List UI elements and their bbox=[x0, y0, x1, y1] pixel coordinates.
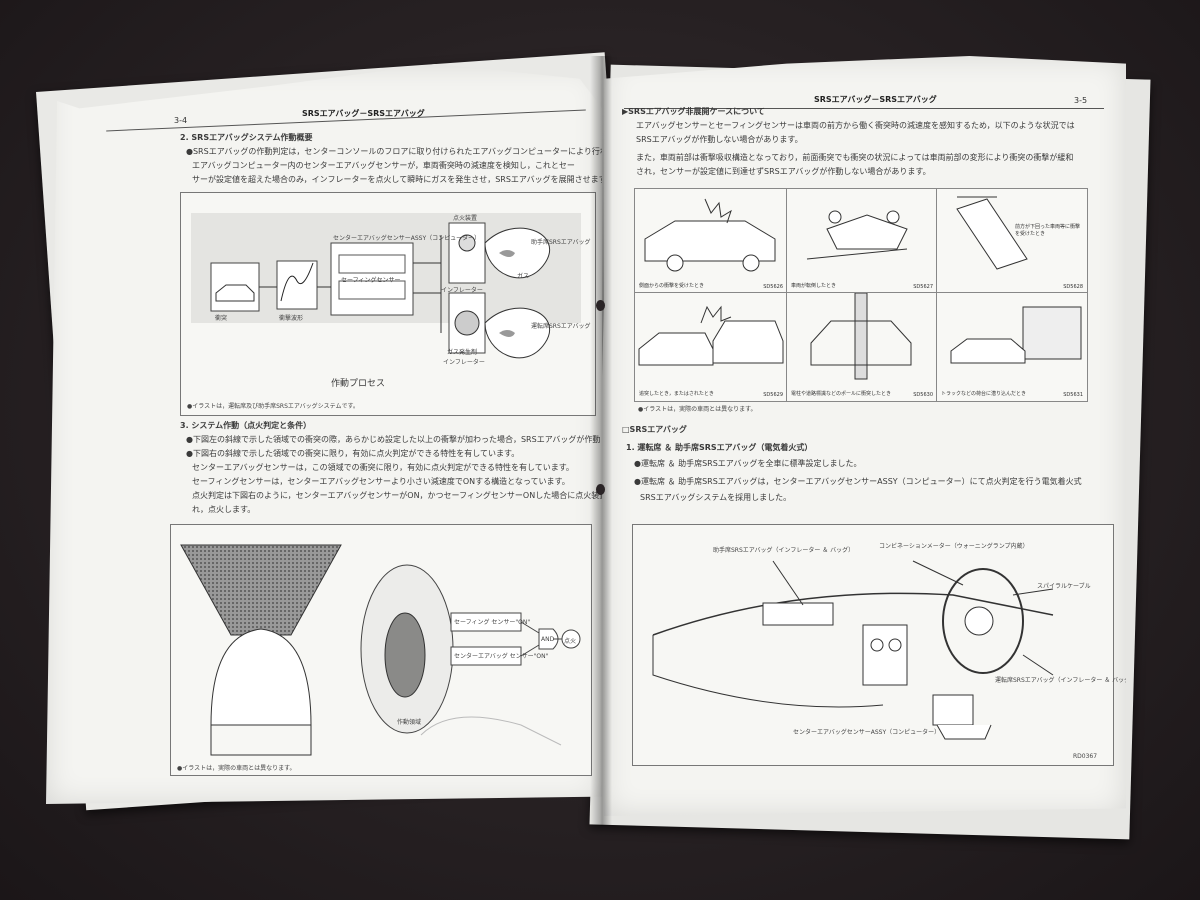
section3-line-4: セーフィングセンサーは，センターエアバッグセンサーより小さい減速度でONする構造… bbox=[192, 477, 570, 486]
right-page-number: 3-5 bbox=[1074, 96, 1088, 105]
srs-sub: 1. 運転席 ＆ 助手席SRSエアバッグ（電気着火式） bbox=[626, 443, 813, 452]
case-rollover: 車両が転倒したとき SD5627 bbox=[786, 188, 938, 294]
label-gas-generator: ガス発生剤 bbox=[447, 349, 478, 356]
case-truck: トラックなどの荷台に潜り込んだとき SD5631 bbox=[936, 292, 1088, 402]
case-id-5: SD5630 bbox=[913, 392, 933, 398]
label-passenger-bag: 助手席SRSエアバッグ bbox=[531, 239, 591, 246]
label-decel-wave: 衝撃波形 bbox=[279, 315, 304, 322]
srs-line-3: SRSエアバッグシステムを採用しました。 bbox=[640, 493, 792, 502]
right-page-header: SRSエアバッグ－SRSエアバッグ bbox=[814, 95, 937, 104]
label-inflator-bottom: インフレーター bbox=[443, 359, 485, 366]
book-spine bbox=[590, 56, 612, 826]
ignition-zone-svg bbox=[180, 544, 581, 756]
left-bottom-note: ●イラストは，実際の車両とは異なります。 bbox=[177, 765, 296, 772]
case-pole-illustration bbox=[810, 292, 912, 380]
label-driver-bag: 運転席SRSエアバッグ bbox=[531, 323, 591, 330]
section3-line-1: ●下図左の斜線で示した領域での衝突の際，あらかじめ設定した以上の衝撃が加わった場… bbox=[186, 435, 602, 444]
cases-note: ●イラストは，実際の車両とは異なります。 bbox=[638, 406, 757, 413]
logic-center-on: センターエアバッグ センサー"ON" bbox=[454, 653, 549, 660]
case-id-2: SD5627 bbox=[913, 284, 933, 290]
dashboard-svg bbox=[652, 560, 1054, 740]
logic-and-gate: AND bbox=[541, 636, 555, 643]
section3-line-2: ●下図右の斜線で示した領域での衝突に限り，有効に点火判定ができる特性を有していま… bbox=[186, 449, 520, 458]
case-side-impact-illustration bbox=[644, 198, 776, 272]
case-rear-end: 追突したとき，またはされたとき SD5629 bbox=[634, 292, 788, 402]
case-id-1: SD5626 bbox=[763, 284, 783, 290]
section3-title: 3. システム作動（点火判定と条件） bbox=[180, 421, 312, 430]
case-caption-5: 電柱や道路標識などのポールに衝突したとき bbox=[791, 391, 892, 397]
case-underride: 前方が下回った車両等に衝撃を受けたとき SD5628 bbox=[936, 188, 1088, 294]
dash-figure-id: RD0367 bbox=[1073, 753, 1098, 760]
dash-passenger-bag: 助手席SRSエアバッグ（インフレーター ＆ バッグ） bbox=[713, 547, 855, 554]
right-page: SRSエアバッグ－SRSエアバッグ 3-5 ▶SRSエアバッグ非展開ケースについ… bbox=[604, 56, 1126, 816]
srs-line-2: ●運転席 ＆ 助手席SRSエアバッグは，センターエアバッグセンサーASSY（コン… bbox=[634, 477, 1082, 486]
label-safing-sensor: セーフィングセンサー bbox=[341, 277, 401, 284]
section2-line-3: サーが設定値を超えた場合のみ，インフレーターを点火して瞬時にガスを発生させ，SR… bbox=[192, 175, 602, 184]
process-caption: 作動プロセス bbox=[331, 379, 386, 389]
right-header-rule bbox=[624, 108, 1104, 109]
dash-spiral-cable: スパイラルケーブル bbox=[1037, 583, 1091, 590]
case-id-4: SD5629 bbox=[763, 392, 783, 398]
case-caption-2: 車両が転倒したとき bbox=[791, 283, 837, 289]
logic-ignite: 点火 bbox=[564, 638, 577, 645]
dash-combination-meter: コンビネーションメーター（ウォーニングランプ内蔵） bbox=[879, 543, 1029, 550]
section3-line-5: 点火判定は下図右のように，センターエアバッグセンサーがON，かつセーフィングセン… bbox=[192, 491, 602, 500]
case-rear-end-illustration bbox=[638, 305, 784, 366]
dash-driver-bag: 運転席SRSエアバッグ（インフレーター ＆ バッグ） bbox=[995, 677, 1126, 684]
process-note: ●イラストは，運転席及び助手席SRSエアバッグシステムです。 bbox=[187, 403, 359, 410]
case-caption-6: トラックなどの荷台に潜り込んだとき bbox=[941, 391, 1027, 397]
srs-line-1: ●運転席 ＆ 助手席SRSエアバッグを全車に標準設定しました。 bbox=[634, 459, 862, 468]
case-pole: 電柱や道路標識などのポールに衝突したとき SD5630 bbox=[786, 292, 938, 402]
binding-hole-bottom bbox=[596, 484, 605, 495]
case-id-6: SD5631 bbox=[1063, 392, 1083, 398]
label-center-sensor: センターエアバッグセンサーASSY（コンピューター） bbox=[333, 235, 481, 242]
case-side-impact: 側面からの衝撃を受けたとき SD5626 bbox=[634, 188, 788, 294]
label-gas: ガス bbox=[517, 273, 530, 280]
section2-line-1: ●SRSエアバッグの作動判定は，センターコンソールのフロアに取り付けられたエアバ… bbox=[186, 147, 602, 156]
case-rollover-illustration bbox=[806, 210, 908, 260]
label-ignition: 点火装置 bbox=[453, 215, 478, 222]
logic-safing-on: セーフィング センサー"ON" bbox=[454, 619, 531, 626]
dashboard-figure: 助手席SRSエアバッグ（インフレーター ＆ バッグ） コンビネーションメーター（… bbox=[632, 524, 1126, 766]
process-diagram-svg bbox=[191, 213, 581, 359]
operation-process-diagram: 衝突 衝撃波形 センターエアバッグセンサーASSY（コンピューター） セーフィン… bbox=[180, 192, 596, 416]
intro-line-2: SRSエアバッグが作動しない場合があります。 bbox=[636, 135, 803, 144]
srs-title: □SRSエアバッグ bbox=[622, 425, 687, 434]
section2-line-2: エアバッグコンピューター内のセンターエアバッグセンサーが，車両衝突時の減速度を検… bbox=[192, 161, 575, 170]
case-caption-1: 側面からの衝撃を受けたとき bbox=[639, 283, 705, 289]
section3-line-3: センターエアバッグセンサーは，この領域での衝突に限り，有効に点火判定ができる特性… bbox=[192, 463, 574, 472]
binding-hole-top bbox=[596, 300, 605, 311]
left-page-number: 3-4 bbox=[174, 116, 188, 125]
label-inflator-top: インフレーター bbox=[441, 287, 483, 294]
label-impact: 衝突 bbox=[215, 315, 228, 322]
dash-center-sensor: センターエアバッグセンサーASSY（コンピューター） bbox=[793, 729, 941, 736]
section3-line-6: れ，点火します。 bbox=[192, 505, 256, 514]
logic-zone: 作動領域 bbox=[397, 719, 422, 726]
left-page-header: SRSエアバッグ－SRSエアバッグ bbox=[302, 109, 425, 118]
case-id-3: SD5628 bbox=[1063, 284, 1083, 290]
ignition-zone-figure: セーフィング センサー"ON" センターエアバッグ センサー"ON" AND 点… bbox=[170, 524, 592, 776]
intro-line-4: され，センサーが設定値に到達せずSRSエアバッグが作動しない場合があります。 bbox=[636, 167, 931, 176]
intro-line-1: エアバッグセンサーとセーフィングセンサーは車両の前方から働く衝突時の減速度を感知… bbox=[636, 121, 1075, 130]
section2-title: 2. SRSエアバッグシステム作動概要 bbox=[180, 133, 313, 142]
case-caption-3: 前方が下回った車両等に衝撃を受けたとき bbox=[1015, 224, 1081, 237]
non-deploy-title: ▶SRSエアバッグ非展開ケースについて bbox=[622, 107, 765, 116]
left-page: SRSエアバッグ－SRSエアバッグ 3-4 2. SRSエアバッグシステム作動概… bbox=[46, 64, 602, 804]
intro-line-3: また，車両前部は衝撃吸収構造となっており，前面衝突でも衝突の状況によっては車両前… bbox=[636, 153, 1074, 162]
case-caption-4: 追突したとき，またはされたとき bbox=[639, 391, 714, 397]
case-underride-illustration bbox=[956, 196, 1028, 270]
case-truck-illustration bbox=[950, 306, 1082, 364]
